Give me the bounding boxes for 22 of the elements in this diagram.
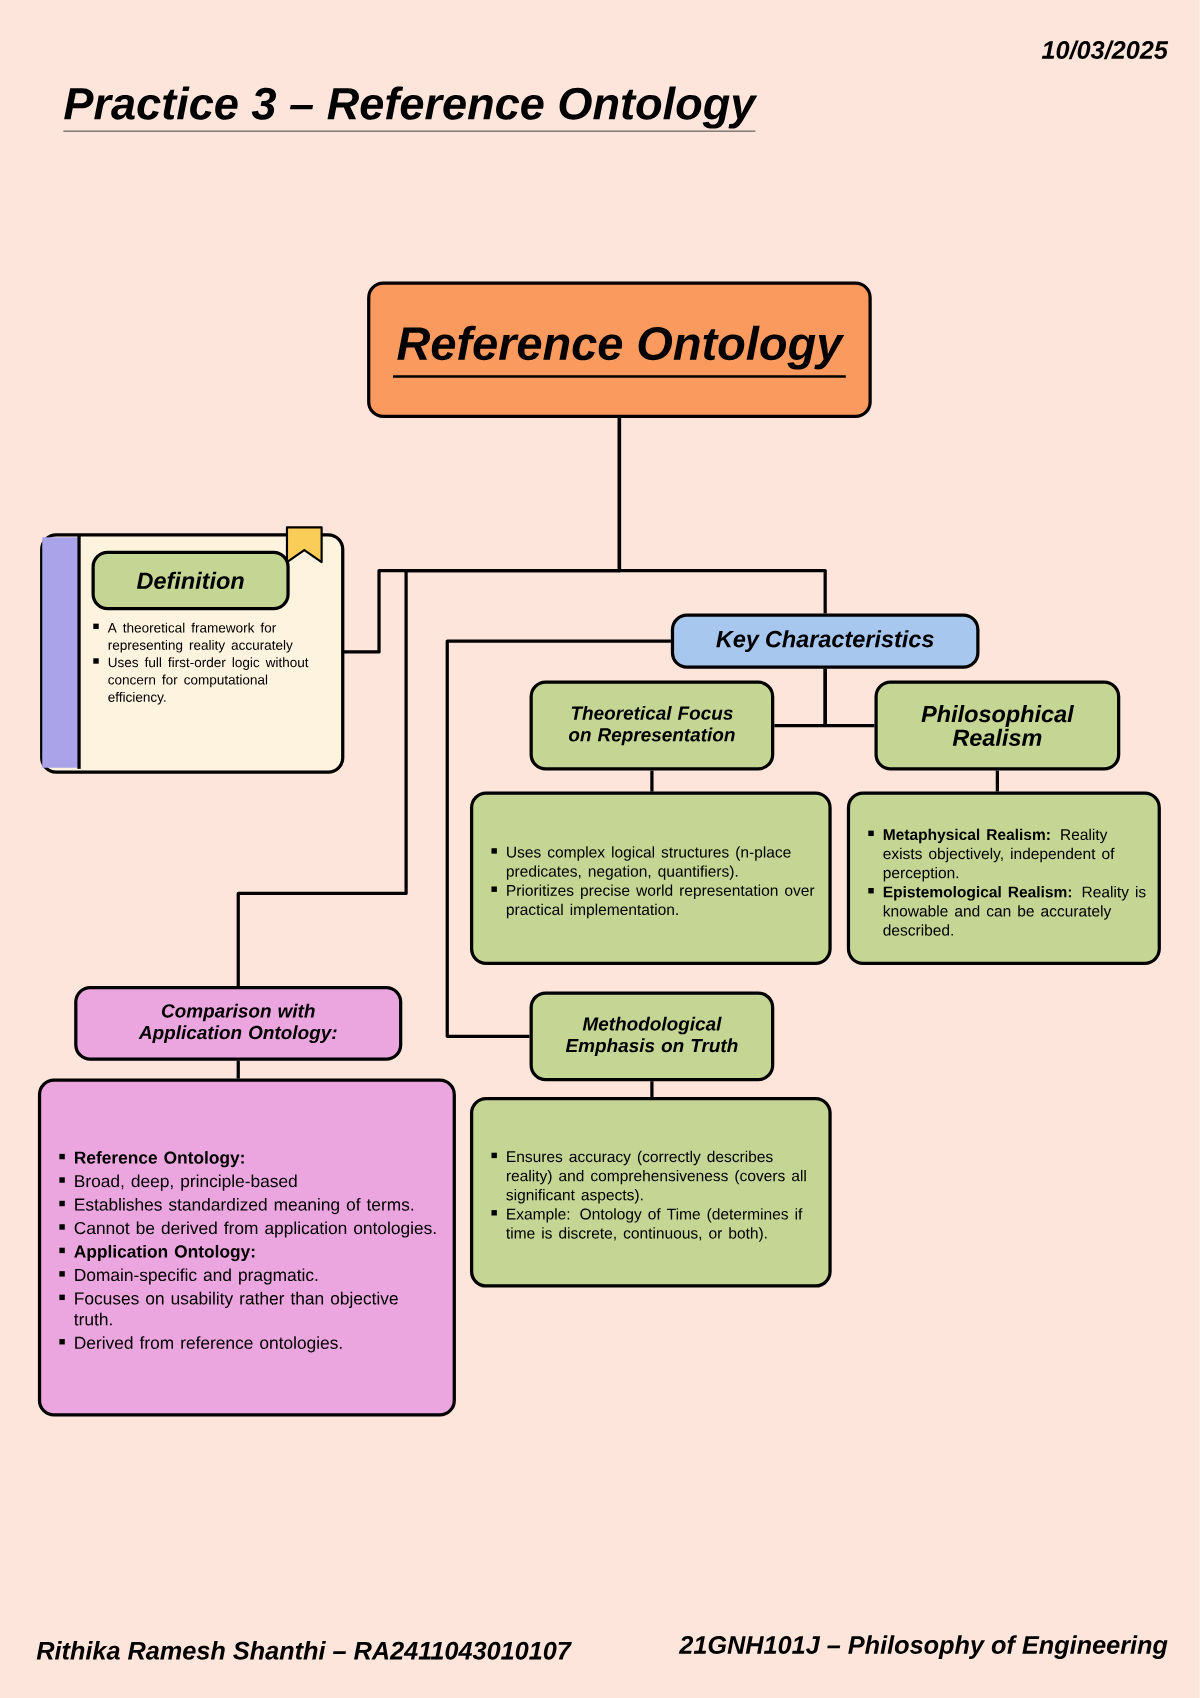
author-text: Rithika Ramesh Shanthi – RA2411043010107 bbox=[36, 1641, 572, 1660]
heading-box: Philosophical Realism bbox=[874, 680, 1121, 771]
bullet-list-box: Reference Ontology: Broad, deep, principle-based Establishes standardized meaning of terms. Cannot be derived from application ontologies. Application Ontology: Domain-specific and pragmatic. Focuses on usability rather than objective truth. Derived from reference ontologies. bbox=[37, 1078, 456, 1417]
course-text: 21GNH101J – Philosophy of Engineering bbox=[678, 1635, 1168, 1659]
heading-box: Comparison with Application Ontology: bbox=[74, 986, 403, 1061]
bullet-list-box: Ensures accuracy (correctly describes reality) and comprehensiveness (covers all significant aspects). Example: Ontology of Time (determines if time is discrete, continuous, or both). bbox=[470, 1097, 832, 1288]
heading-box: Theoretical Focus on Representation bbox=[529, 680, 775, 771]
connector-line bbox=[995, 770, 1000, 792]
bullet-list-box: Uses complex logical structures (n-place predicates, negation, quantifiers). Prioritizes precise world representation over practical implementation. bbox=[470, 791, 832, 965]
heading-box: Definition bbox=[91, 550, 290, 611]
date-text: 10/03/2025 bbox=[1041, 40, 1169, 60]
connector-line bbox=[823, 668, 875, 728]
connector-line bbox=[650, 1081, 654, 1097]
connector-line bbox=[236, 1060, 240, 1079]
connector-line bbox=[236, 418, 622, 986]
title-box: Reference Ontology bbox=[367, 281, 872, 418]
connector-line bbox=[445, 639, 671, 1038]
heading-box: Methodological Emphasis on Truth bbox=[529, 991, 775, 1082]
bullet-list-box: Metaphysical Realism: Reality exists objectively, independent of perception. Epistemological Realism: Reality is knowable and can be accurately described. bbox=[846, 791, 1161, 965]
heading-box: Key Characteristics bbox=[670, 613, 980, 669]
page-title: Practice 3 – Reference Ontology bbox=[63, 86, 758, 132]
connector-line bbox=[650, 770, 654, 792]
